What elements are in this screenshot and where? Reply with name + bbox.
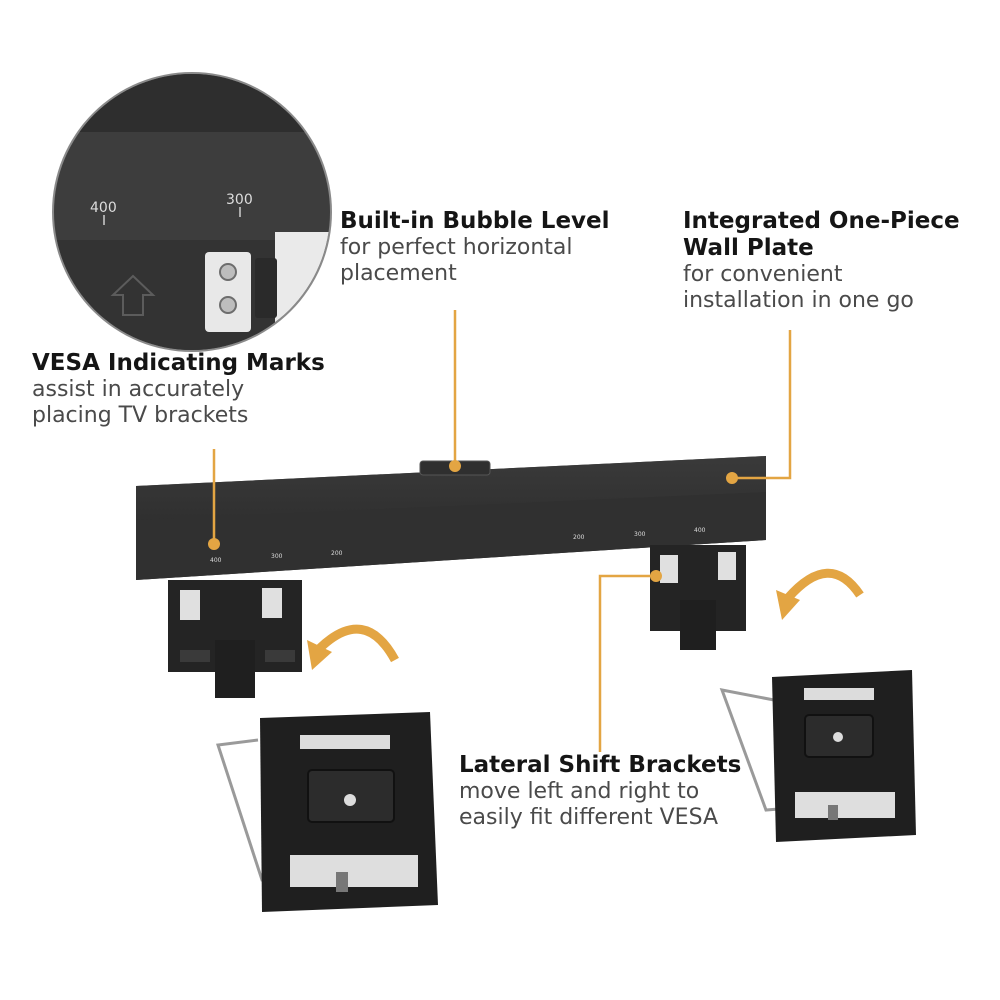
wall-plate: 400 300 200 200 300 400 bbox=[136, 456, 766, 580]
zoom-inset: 400 300 bbox=[52, 72, 332, 352]
callout-wall-plate-title-1: Integrated One-Piece bbox=[683, 208, 960, 234]
callout-vesa-marks-title: VESA Indicating Marks bbox=[32, 350, 325, 376]
callout-lateral-shift-desc-1: move left and right to bbox=[459, 779, 700, 805]
callout-lateral-shift-desc-2: easily fit different VESA bbox=[459, 805, 718, 831]
leader-lines bbox=[212, 310, 792, 752]
callout-wall-plate-desc-2: installation in one go bbox=[683, 288, 914, 314]
left-slide-bracket bbox=[168, 580, 302, 698]
right-slide-bracket bbox=[650, 545, 746, 650]
leader-dots bbox=[208, 460, 738, 582]
inset-mark-300: 300 bbox=[226, 192, 253, 208]
callout-vesa-marks-desc-2: placing TV brackets bbox=[32, 403, 249, 429]
bar-mark-left-300: 300 bbox=[271, 553, 283, 560]
right-tv-bracket bbox=[719, 670, 916, 842]
bar-mark-right-300: 300 bbox=[634, 531, 646, 538]
callout-vesa-marks-desc-1: assist in accurately bbox=[32, 377, 245, 403]
bar-mark-right-200: 200 bbox=[573, 534, 585, 541]
bar-mark-left-400: 400 bbox=[210, 557, 222, 564]
callout-bubble-level-desc-1: for perfect horizontal bbox=[340, 235, 573, 261]
callout-vesa-marks: VESA Indicating Marks assist in accurate… bbox=[32, 350, 352, 429]
rotate-arrow-left-icon bbox=[307, 624, 399, 670]
callout-wall-plate: Integrated One-Piece Wall Plate for conv… bbox=[683, 208, 983, 314]
callout-wall-plate-desc-1: for convenient bbox=[683, 262, 843, 288]
bar-mark-left-200: 200 bbox=[331, 550, 343, 557]
left-tv-bracket bbox=[216, 712, 438, 912]
inset-mark-400: 400 bbox=[90, 200, 117, 216]
bar-mark-right-400: 400 bbox=[694, 527, 706, 534]
callout-bubble-level: Built-in Bubble Level for perfect horizo… bbox=[340, 208, 640, 287]
rotate-arrow-right-icon bbox=[776, 568, 864, 620]
callout-lateral-shift-title: Lateral Shift Brackets bbox=[459, 752, 742, 778]
callout-bubble-level-title: Built-in Bubble Level bbox=[340, 208, 610, 234]
callout-lateral-shift: Lateral Shift Brackets move left and rig… bbox=[459, 752, 789, 831]
callout-wall-plate-title-2: Wall Plate bbox=[683, 235, 814, 262]
callout-bubble-level-desc-2: placement bbox=[340, 261, 457, 287]
